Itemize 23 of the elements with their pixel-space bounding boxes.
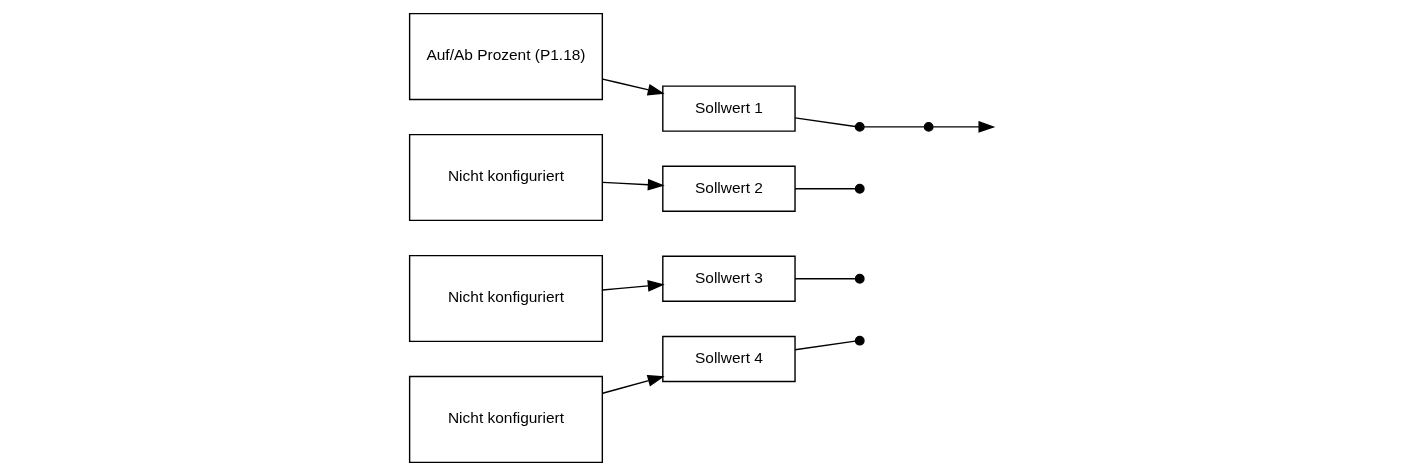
- node-circle: [854, 121, 865, 132]
- node-box: Nicht konfiguriert: [408, 375, 604, 464]
- node-circle: [854, 273, 865, 284]
- connector: [794, 188, 856, 190]
- connector: [794, 340, 856, 351]
- node-circle: [854, 183, 865, 194]
- node-circle: [854, 335, 865, 346]
- node-box: Nicht konfiguriert: [408, 254, 604, 343]
- node-box: Sollwert 1: [662, 85, 796, 132]
- node-box: Sollwert 4: [662, 335, 796, 383]
- arrow: [601, 280, 665, 292]
- connector: [794, 117, 856, 128]
- node-box: Sollwert 3: [662, 255, 796, 302]
- arrow: [932, 120, 996, 133]
- arrow: [601, 178, 665, 191]
- arrow: [601, 375, 665, 394]
- node-box: Nicht konfiguriert: [408, 133, 604, 222]
- connector: [863, 126, 925, 128]
- node-box: Sollwert 2: [662, 165, 796, 212]
- node-circle: [923, 121, 934, 132]
- connector: [794, 278, 856, 280]
- arrow: [601, 78, 665, 96]
- node-box: Auf/Ab Prozent (P1.18): [408, 12, 604, 101]
